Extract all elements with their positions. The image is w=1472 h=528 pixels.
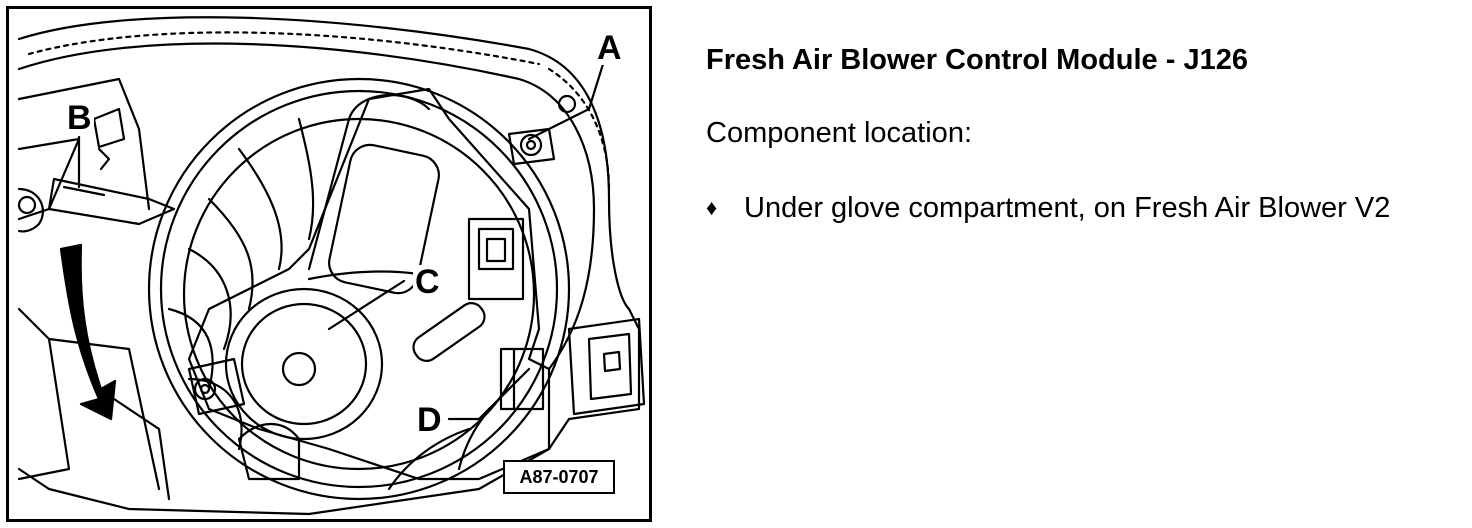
callout-c: C — [413, 263, 442, 301]
housing-outline — [17, 16, 641, 516]
diamond-bullet-icon: ♦ — [706, 195, 718, 220]
leader-c — [327, 279, 406, 331]
list-item-text: Under glove compartment, on Fresh Air Bl… — [744, 192, 1391, 224]
technical-illustration: A B C D A87-0707 — [6, 6, 652, 522]
latch-b — [47, 177, 176, 226]
clip-d — [499, 347, 545, 411]
figure-reference-code: A87-0707 — [503, 460, 615, 494]
rotation-arrow — [59, 243, 117, 421]
leader-d — [447, 367, 531, 421]
callout-d: D — [415, 401, 444, 439]
leader-a — [527, 59, 606, 141]
callout-b: B — [65, 99, 94, 137]
control-module — [187, 87, 551, 481]
screw-a — [519, 133, 543, 157]
description-panel: Fresh Air Blower Control Module - J126 C… — [706, 40, 1466, 228]
blower-drawing — [17, 16, 646, 516]
connector — [467, 217, 525, 301]
motor-hub — [224, 287, 384, 441]
list-item: ♦ Under glove compartment, on Fresh Air … — [706, 188, 1466, 228]
page-title: Fresh Air Blower Control Module - J126 — [706, 44, 1248, 76]
callout-a: A — [595, 29, 624, 67]
section-subtitle: Component location: — [706, 117, 972, 149]
